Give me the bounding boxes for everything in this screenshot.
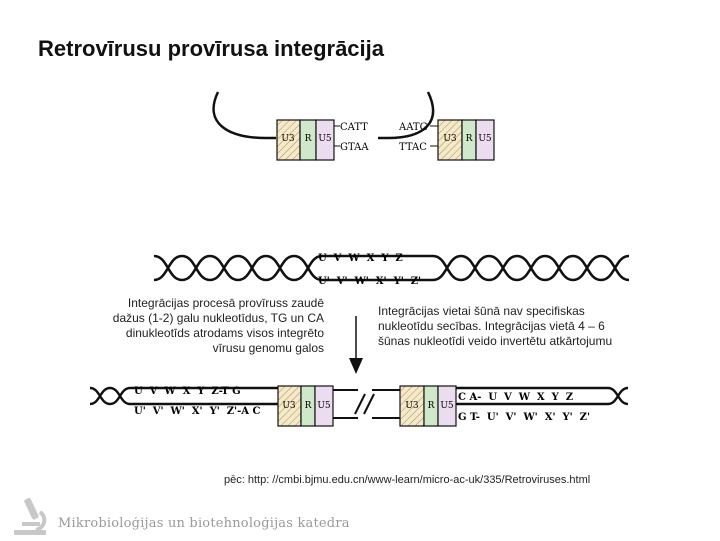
- right-annotation: Integrācijas vietai šūnā nav specifiskas…: [378, 304, 613, 348]
- break-mark: [363, 393, 375, 415]
- diagram-svg: U3 R U5 CATT GTAA AATG TTAC U3 R U5 U V: [89, 91, 630, 427]
- r-label: R: [305, 401, 312, 411]
- provirus-loop-right: [378, 91, 435, 140]
- u5-box: [437, 385, 457, 427]
- top-left-end-bottom: GTAA: [340, 142, 369, 153]
- u5-box: [315, 119, 335, 161]
- bottom-left-seq-top: U V W X Y Z-T G: [134, 386, 241, 397]
- ltr-left-bottom: U3 R U5: [277, 385, 334, 427]
- arrow-down-icon: [349, 358, 363, 374]
- ltr-right-bottom: U3 R U5: [399, 385, 457, 427]
- footer-department: Mikrobioloģijas un biotehnoloģijas kated…: [58, 516, 350, 531]
- host-seq-bottom: U' V' W' X' Y' Z': [318, 276, 421, 287]
- top-right-end-top: AATG: [398, 122, 428, 133]
- r-label: R: [305, 134, 312, 144]
- integrated-right: [456, 386, 629, 406]
- u5-box: [314, 385, 334, 427]
- slide-title: Retrovīrusu provīrusa integrācija: [38, 36, 384, 61]
- u5-box: [475, 119, 495, 161]
- u5-label: U5: [440, 401, 454, 411]
- u5-label: U5: [478, 134, 492, 144]
- r-label: R: [466, 134, 473, 144]
- top-left-end-top: CATT: [340, 122, 368, 133]
- source-citation: pēc: http: //cmbi.bjmu.edu.cn/www-learn/…: [224, 474, 591, 486]
- bottom-right-seq-bottom: G T- U' V' W' X' Y' Z': [458, 412, 590, 423]
- break-mark: [354, 393, 366, 415]
- u5-label: U5: [317, 401, 331, 411]
- u3-label: U3: [281, 134, 295, 144]
- host-seq-top: U V W X Y Z: [318, 253, 403, 264]
- u5-label: U5: [318, 134, 332, 144]
- ltr-right-top: AATG TTAC U3 R U5: [398, 119, 495, 161]
- bottom-left-seq-bottom: U' V' W' X' Y' Z'-A C: [134, 406, 260, 417]
- u3-label: U3: [282, 401, 296, 411]
- integrated-left: [89, 386, 278, 406]
- ltr-left-top: U3 R U5 CATT GTAA: [276, 119, 369, 161]
- provirus-loop-left: [212, 91, 276, 140]
- u3-label: U3: [443, 134, 457, 144]
- integration-diagram: U3 R U5 CATT GTAA AATG TTAC U3 R U5 U V: [88, 88, 633, 452]
- left-annotation: Integrācijas procesā provīruss zaudē daž…: [112, 296, 324, 355]
- r-label: R: [428, 401, 435, 411]
- microscope-icon: [10, 492, 54, 541]
- top-right-end-bottom: TTAC: [399, 142, 427, 153]
- bottom-right-seq-top: C A- U V W X Y Z: [458, 392, 573, 403]
- u3-label: U3: [405, 401, 419, 411]
- host-dna-helix: [153, 254, 630, 282]
